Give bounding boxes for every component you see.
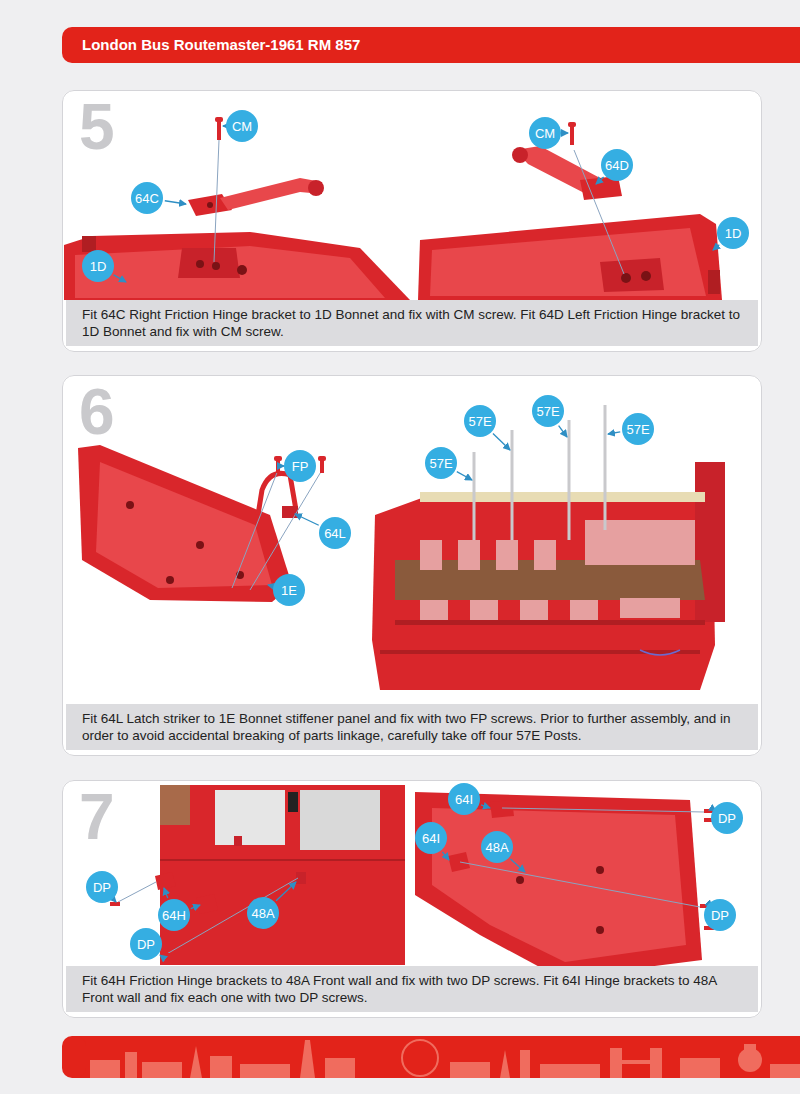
- step-panel: 7Fit 64H Friction Hinge brackets to 48A …: [62, 780, 762, 1018]
- step-panel: 6Fit 64L Latch striker to 1E Bonnet stif…: [62, 375, 762, 756]
- part-code: CM: [232, 119, 252, 134]
- callout-number: 1E: [273, 574, 305, 606]
- part-code: 1D: [725, 226, 742, 241]
- leader-line: [481, 805, 490, 808]
- callout-number: DP: [704, 899, 736, 931]
- leader-line: [191, 905, 200, 909]
- part-code: 1E: [281, 583, 297, 598]
- header-band: London Bus Routemaster-1961 RM 857: [62, 27, 800, 63]
- step-number: 5: [79, 95, 115, 159]
- part-code: CM: [535, 126, 555, 141]
- leader-line: [442, 852, 449, 860]
- part-code: FP: [292, 459, 309, 474]
- callout-number: 1D: [82, 250, 114, 282]
- part-code: DP: [137, 937, 155, 952]
- part-code: DP: [711, 908, 729, 923]
- panel-ground: [62, 780, 762, 1018]
- part-code: 48A: [485, 840, 508, 855]
- leader-line: [276, 882, 296, 901]
- part-code: 64I: [455, 792, 473, 807]
- callout-number: DP: [711, 802, 743, 834]
- leader-line: [295, 514, 319, 525]
- part-code: 64L: [324, 526, 346, 541]
- step-caption: Fit 64H Friction Hinge brackets to 48A F…: [66, 966, 758, 1012]
- part-code: 57E: [429, 456, 452, 471]
- bonnet-left: [64, 117, 410, 300]
- callout-number: 64I: [448, 783, 480, 815]
- leader-line: [165, 201, 186, 204]
- part-code: 64H: [162, 908, 186, 923]
- part-code: 64I: [422, 831, 440, 846]
- leader-line: [159, 954, 160, 955]
- panel-ground: [62, 375, 762, 756]
- callout-number: FP: [284, 450, 316, 482]
- leader-line: [493, 434, 510, 450]
- leader-line: [114, 275, 126, 282]
- callout-number: CM: [529, 117, 561, 149]
- leader-line: [457, 472, 472, 480]
- callout-number: 57E: [425, 447, 457, 479]
- step-number: 6: [79, 380, 115, 444]
- page-title: London Bus Routemaster-1961 RM 857: [62, 27, 800, 63]
- leader-line: [559, 426, 567, 437]
- bus-body: [372, 405, 725, 690]
- bonnet-right: [418, 122, 722, 300]
- callout-number: 64H: [158, 899, 190, 931]
- part-code: 48A: [251, 906, 274, 921]
- leader-line: [563, 132, 568, 133]
- step-panel: 5Fit 64C Right Friction Hinge bracket to…: [62, 90, 762, 352]
- step-caption: Fit 64C Right Friction Hinge bracket to …: [66, 300, 758, 346]
- part-code: 1D: [90, 259, 107, 274]
- part-code: 57E: [626, 422, 649, 437]
- callout-number: 64L: [319, 517, 351, 549]
- callout-number: 57E: [532, 395, 564, 427]
- part-code: DP: [93, 880, 111, 895]
- callout-number: CM: [226, 110, 258, 142]
- part-code: 57E: [468, 414, 491, 429]
- part-code: DP: [718, 811, 736, 826]
- step-number: 7: [79, 785, 115, 849]
- part-code: 57E: [536, 404, 559, 419]
- callout-number: 64I: [415, 822, 447, 854]
- callout-number: 64D: [601, 149, 633, 181]
- leader-line: [596, 177, 604, 184]
- part-code: 64D: [605, 158, 629, 173]
- callout-number: 48A: [481, 831, 513, 863]
- leader-line: [114, 900, 116, 902]
- leader-line: [164, 888, 168, 898]
- callout-number: 57E: [464, 405, 496, 437]
- callout-number: DP: [86, 871, 118, 903]
- callout-number: 57E: [622, 413, 654, 445]
- callout-number: 48A: [247, 897, 279, 929]
- leader-line: [268, 584, 271, 586]
- callout-number: DP: [130, 928, 162, 960]
- footer-band: [62, 1036, 800, 1078]
- callout-number: 64C: [131, 182, 163, 214]
- part-code: 64C: [135, 191, 159, 206]
- leader-line: [608, 432, 620, 434]
- leader-line: [223, 125, 224, 126]
- leader-line: [510, 859, 525, 872]
- leader-line: [713, 245, 719, 250]
- callout-number: 1D: [717, 217, 749, 249]
- panel-ground: [62, 90, 762, 352]
- front-wall: [110, 785, 405, 965]
- step-caption: Fit 64L Latch striker to 1E Bonnet stiff…: [66, 704, 758, 750]
